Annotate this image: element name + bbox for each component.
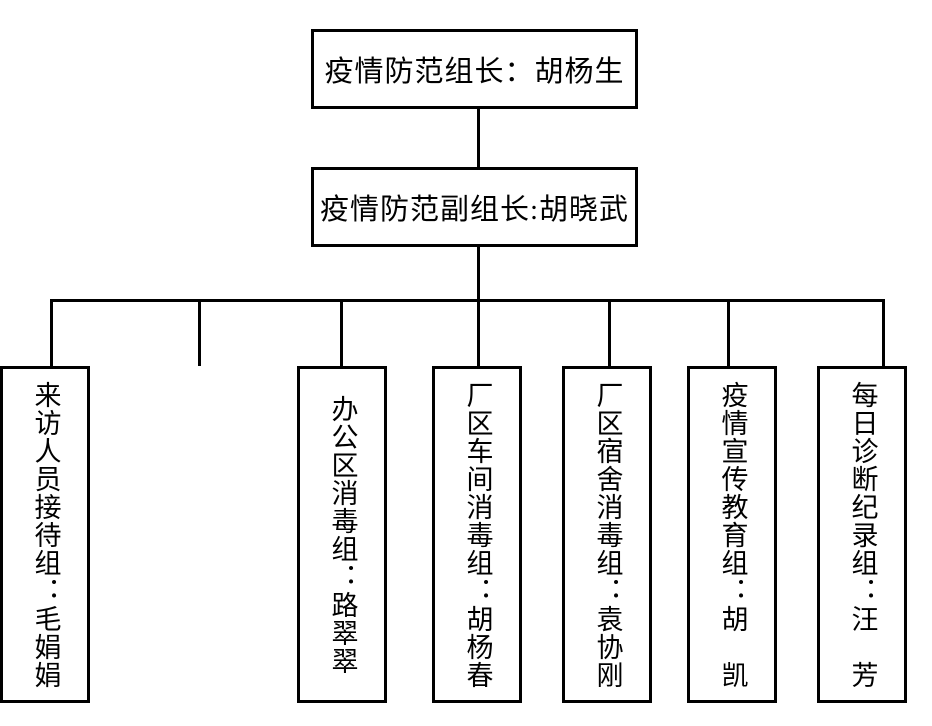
group-box-visitor-reception: 来访人员接待组：毛娟娟 (0, 366, 90, 703)
connector-drop-2 (198, 299, 201, 366)
group-label: 每日诊断纪录组：汪 芳 (847, 380, 878, 689)
group-box-office-disinfection: 办公区消毒组：路翠翠 (297, 366, 387, 703)
group-box-dormitory-disinfection: 厂区宿舍消毒组：袁协刚 (562, 366, 652, 703)
connector-drop-3 (340, 299, 343, 366)
connector-leader-to-deputy (477, 109, 480, 167)
connector-horizontal-rail (51, 299, 885, 302)
group-label: 来访人员接待组：毛娟娟 (30, 380, 61, 689)
group-box-workshop-disinfection: 厂区车间消毒组：胡杨春 (432, 366, 522, 703)
group-label: 办公区消毒组：路翠翠 (327, 394, 358, 675)
leader-label: 疫情防范组长：胡杨生 (324, 56, 625, 88)
group-label: 疫情宣传教育组：胡 凯 (717, 380, 748, 689)
connector-deputy-to-rail (477, 247, 480, 300)
group-label: 厂区车间消毒组：胡杨春 (462, 380, 493, 689)
leader-box: 疫情防范组长：胡杨生 (311, 29, 638, 109)
connector-drop-7 (882, 299, 885, 366)
connector-drop-4 (477, 299, 480, 366)
deputy-leader-box: 疫情防范副组长:胡晓武 (311, 167, 638, 247)
deputy-leader-label: 疫情防范副组长:胡晓武 (319, 194, 630, 226)
group-box-daily-diagnosis-record: 每日诊断纪录组：汪 芳 (817, 366, 907, 703)
connector-drop-6 (727, 299, 730, 366)
connector-drop-1 (50, 299, 53, 366)
group-box-publicity-education: 疫情宣传教育组：胡 凯 (687, 366, 777, 703)
connector-drop-5 (608, 299, 611, 366)
group-label: 厂区宿舍消毒组：袁协刚 (592, 380, 623, 689)
